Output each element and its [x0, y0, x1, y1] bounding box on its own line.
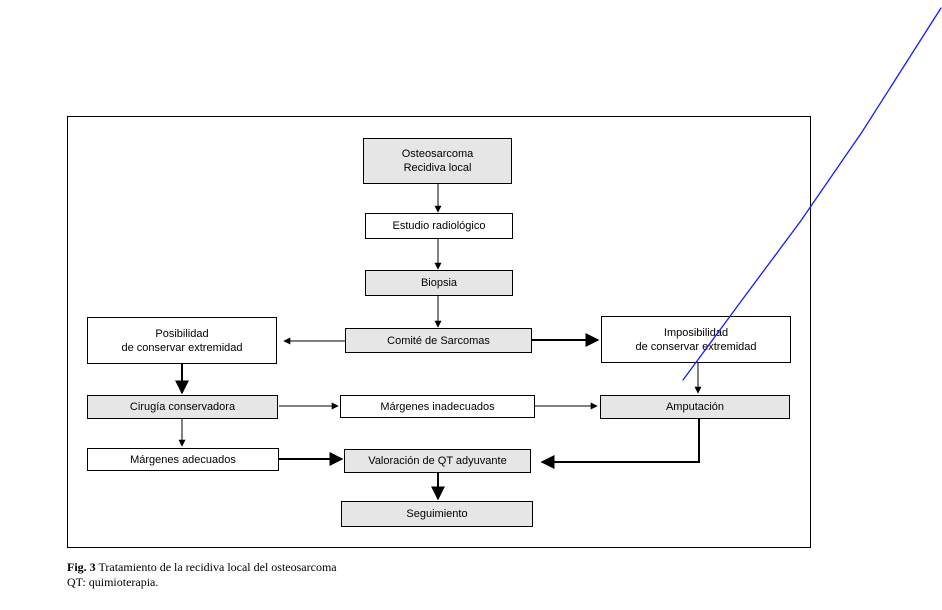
node-valoracion-qt: Valoración de QT adyuvante — [344, 449, 531, 473]
node-margenes-inadecuados: Márgenes inadecuados — [340, 395, 535, 418]
pen-stroke — [682, 7, 942, 381]
node-estudio-radiologico: Estudio radiológico — [365, 213, 513, 239]
node-comite-sarcomas: Comité de Sarcomas — [345, 328, 532, 353]
caption-note: QT: quimioterapia. — [67, 575, 159, 589]
node-imposibilidad-conservar: Imposibilidad de conservar extremidad — [601, 316, 791, 363]
caption-title-line: Fig. 3 Tratamiento de la recidiva local … — [67, 560, 567, 575]
caption-title: Tratamiento de la recidiva local del ost… — [98, 560, 337, 574]
caption-fig-label: Fig. 3 — [67, 560, 96, 574]
figure-caption: Fig. 3 Tratamiento de la recidiva local … — [67, 560, 567, 590]
node-posibilidad-conservar: Posibilidad de conservar extremidad — [87, 317, 277, 364]
node-biopsia: Biopsia — [365, 270, 513, 296]
node-osteosarcoma-recidiva: Osteosarcoma Recidiva local — [363, 138, 512, 184]
diagram-frame — [67, 116, 811, 548]
node-margenes-adecuados: Márgenes adecuados — [87, 448, 279, 471]
node-cirugia-conservadora: Cirugía conservadora — [87, 395, 278, 419]
node-seguimiento: Seguimiento — [341, 501, 533, 527]
arrow-amputacion-valoracion — [540, 419, 700, 469]
node-amputacion: Amputación — [600, 395, 790, 419]
